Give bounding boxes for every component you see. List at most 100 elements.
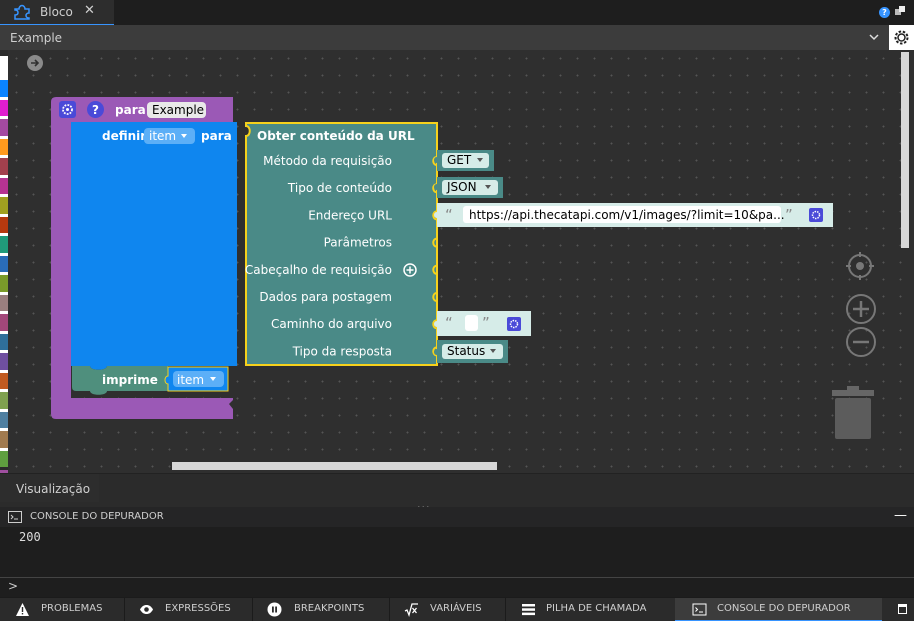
gear-icon[interactable] bbox=[509, 319, 519, 329]
input-socket[interactable] bbox=[432, 207, 438, 224]
url-text-block[interactable]: “ https://api.thecatapi.com/v1/images/?l… bbox=[434, 203, 833, 227]
tab-problemas[interactable]: PROBLEMAS bbox=[0, 598, 124, 621]
help-icon[interactable]: ? bbox=[87, 101, 104, 118]
palette-category[interactable] bbox=[0, 177, 8, 195]
popout-icon[interactable] bbox=[895, 6, 905, 16]
url-input-label: Cabeçalho de requisição bbox=[245, 263, 392, 277]
zoom-out-icon[interactable] bbox=[846, 327, 876, 357]
palette-category[interactable] bbox=[0, 119, 8, 136]
print-block[interactable]: imprime item bbox=[72, 366, 229, 395]
response-type-value: Status bbox=[447, 344, 485, 358]
palette-category[interactable] bbox=[0, 431, 8, 448]
svg-text:“: “ bbox=[445, 314, 453, 332]
palette-category[interactable] bbox=[0, 333, 8, 351]
tab-label: PILHA DE CHAMADA bbox=[546, 603, 647, 614]
to-label: para bbox=[201, 129, 232, 143]
tab-label: VARIÁVEIS bbox=[430, 603, 482, 614]
palette-category[interactable] bbox=[0, 314, 8, 331]
console-icon bbox=[692, 603, 707, 616]
maximize-panel-icon[interactable] bbox=[898, 604, 907, 614]
chevron-down-icon[interactable] bbox=[867, 30, 881, 44]
palette-category[interactable] bbox=[0, 294, 8, 312]
close-quote: ” bbox=[785, 206, 793, 224]
response-type-dropdown[interactable]: Status bbox=[434, 340, 508, 363]
procedure-keyword: para bbox=[115, 103, 146, 117]
method-dropdown[interactable]: GET bbox=[434, 150, 494, 171]
url-input-label: Parâmetros bbox=[324, 236, 392, 250]
input-socket[interactable] bbox=[432, 289, 438, 305]
tab-label: Bloco bbox=[40, 5, 73, 19]
url-input-label: Tipo de conteúdo bbox=[287, 181, 392, 195]
foreach-block[interactable]: definir item para bbox=[71, 122, 237, 370]
console-input[interactable]: > bbox=[0, 577, 914, 598]
palette-category[interactable] bbox=[0, 372, 8, 390]
vertical-scrollbar[interactable] bbox=[901, 52, 909, 248]
trash-icon[interactable] bbox=[832, 386, 874, 439]
print-variable-dropdown[interactable] bbox=[173, 371, 224, 387]
palette-category[interactable] bbox=[0, 353, 8, 370]
palette-category[interactable] bbox=[0, 138, 8, 156]
zoom-in-icon[interactable] bbox=[846, 294, 876, 324]
tab-visualizacao[interactable]: Visualização bbox=[0, 473, 99, 502]
svg-text:”: ” bbox=[482, 314, 490, 332]
print-variable: item bbox=[177, 373, 204, 387]
procedure-name: Example bbox=[152, 103, 204, 117]
url-block-title: Obter conteúdo da URL bbox=[257, 129, 415, 143]
palette-category[interactable] bbox=[0, 236, 8, 253]
console-output: 200 bbox=[0, 527, 914, 577]
palette-category[interactable] bbox=[0, 275, 8, 292]
input-socket[interactable] bbox=[432, 261, 438, 278]
tab-breakpoints[interactable]: BREAKPOINTS bbox=[253, 598, 389, 621]
horizontal-scrollbar[interactable] bbox=[172, 462, 497, 470]
console-prompt: > bbox=[8, 579, 19, 593]
input-socket[interactable] bbox=[432, 316, 438, 333]
url-input-label: Dados para postagem bbox=[259, 290, 392, 304]
tab-bloco[interactable]: Bloco ✕ bbox=[0, 0, 114, 25]
procedure-block[interactable]: ? para Example bbox=[51, 97, 233, 419]
close-icon[interactable]: ✕ bbox=[84, 3, 95, 18]
add-header-button[interactable] bbox=[403, 263, 417, 277]
console-header: CONSOLE DO DEPURADOR — bbox=[0, 507, 914, 527]
puzzle-icon bbox=[14, 4, 30, 20]
input-socket[interactable] bbox=[432, 343, 438, 360]
tab-console-do-depurador[interactable]: CONSOLE DO DEPURADOR bbox=[675, 598, 882, 621]
visualization-area bbox=[99, 473, 914, 502]
category-palette bbox=[0, 56, 8, 487]
procedure-name-field[interactable] bbox=[147, 102, 206, 118]
file-path-input[interactable] bbox=[465, 315, 478, 331]
warning-icon bbox=[16, 603, 29, 616]
get-url-block[interactable]: Obter conteúdo da URL Método da requisiç… bbox=[245, 122, 438, 366]
tab-variaveis[interactable]: VARIÁVEIS bbox=[390, 598, 505, 621]
minimize-button[interactable]: — bbox=[894, 508, 907, 523]
palette-category[interactable] bbox=[0, 392, 8, 409]
tab-expressoes[interactable]: EXPRESSÕES bbox=[125, 598, 252, 621]
gear-icon[interactable] bbox=[62, 104, 73, 115]
content-type-dropdown[interactable]: JSON bbox=[434, 177, 503, 198]
palette-category[interactable] bbox=[0, 80, 8, 97]
palette-category[interactable] bbox=[0, 99, 8, 117]
help-icon[interactable]: ? bbox=[879, 7, 890, 18]
recenter-icon[interactable] bbox=[846, 252, 874, 280]
variable-dropdown[interactable] bbox=[144, 128, 195, 144]
back-icon[interactable] bbox=[27, 55, 43, 71]
blocks-workspace: ? para Example definir item para Obter c… bbox=[27, 55, 876, 439]
url-value: https://api.thecatapi.com/v1/images/?lim… bbox=[469, 208, 785, 222]
palette-category[interactable] bbox=[0, 255, 8, 273]
gear-icon[interactable] bbox=[811, 210, 821, 220]
palette-category[interactable] bbox=[0, 450, 8, 468]
palette-category[interactable] bbox=[0, 158, 8, 175]
stack-icon bbox=[522, 604, 535, 616]
input-socket[interactable] bbox=[432, 234, 438, 251]
sqrt-x-icon bbox=[404, 603, 418, 617]
gear-icon bbox=[894, 30, 909, 45]
palette-category[interactable] bbox=[0, 216, 8, 234]
function-select[interactable]: Example bbox=[0, 25, 914, 50]
palette-category[interactable] bbox=[0, 411, 8, 429]
variable-name: item bbox=[149, 129, 176, 143]
file-path-text-block[interactable]: “ ” bbox=[434, 311, 531, 336]
palette-category[interactable] bbox=[0, 197, 8, 214]
url-input-label: Endereço URL bbox=[308, 208, 392, 222]
settings-button[interactable] bbox=[889, 25, 914, 50]
tab-pilha-de-chamada[interactable]: PILHA DE CHAMADA bbox=[506, 598, 675, 621]
url-input-label: Método da requisição bbox=[263, 154, 392, 168]
